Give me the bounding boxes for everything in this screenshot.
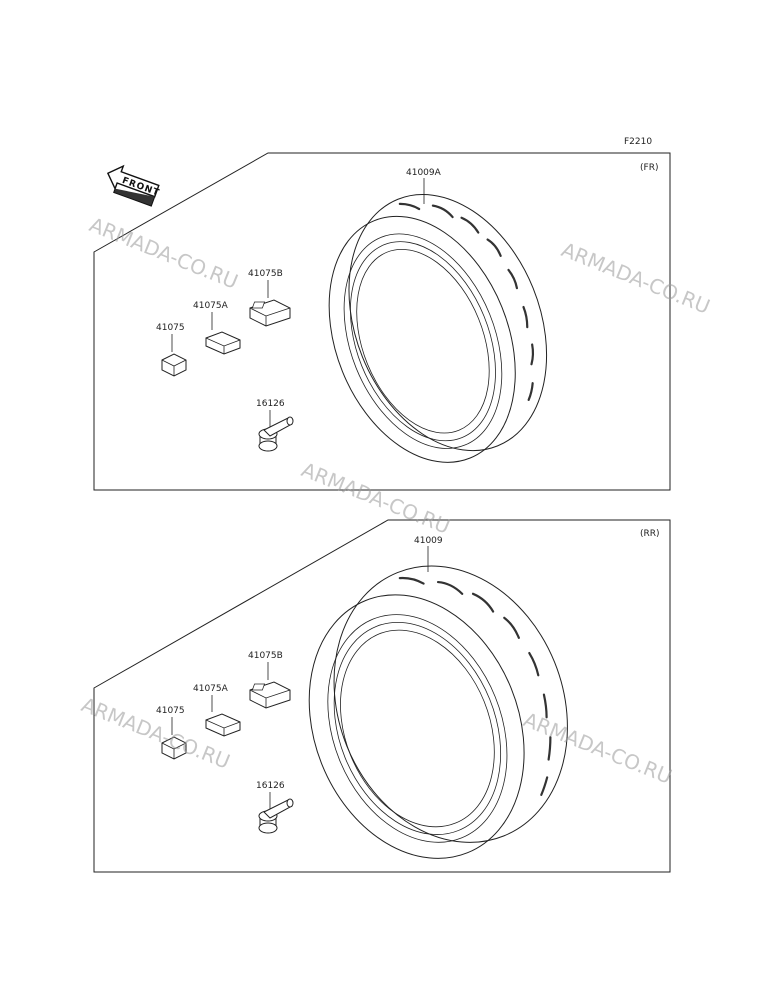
watermark-4: ARMADA-CO.RU [78,692,233,773]
rear-weight-large-icon [249,681,291,709]
front-tire [328,194,548,463]
front-weight-small-icon [161,353,187,377]
front-panel-frame [93,152,671,491]
rear-weight-medium-label: 41075A [193,684,229,694]
rear-valve-icon [258,798,294,834]
rear-valve-label: 16126 [256,781,285,791]
watermark-5: ARMADA-CO.RU [520,707,675,788]
front-weight-large-icon [249,299,291,327]
rear-section: (RR) 41009 41075B [93,519,671,873]
front-weight-medium-label: 41075A [193,301,229,311]
front-tire-label: 41009A [406,168,442,178]
rear-weight-small-icon [161,736,187,760]
rear-tire [308,565,568,859]
rear-section-tag: (RR) [640,529,660,539]
rear-weight-small-label: 41075 [156,706,185,716]
rear-weight-large-label: 41075B [248,651,283,661]
rear-weight-medium-icon [205,713,241,737]
figure-code: F2210 [624,137,652,147]
front-weight-small-label: 41075 [156,323,185,333]
front-valve-label: 16126 [256,399,285,409]
front-arrow-icon: FRONT [106,164,161,207]
front-valve-icon [258,416,294,452]
front-weight-medium-icon [205,331,241,355]
watermark-1: ARMADA-CO.RU [86,212,241,293]
rear-panel-frame [93,519,671,873]
front-section-tag: (FR) [640,163,658,173]
rear-tire-label: 41009 [414,536,443,546]
front-weight-large-label: 41075B [248,269,283,279]
front-section: (FR) 41009A 41075B [93,152,671,491]
watermark-2: ARMADA-CO.RU [558,237,713,318]
